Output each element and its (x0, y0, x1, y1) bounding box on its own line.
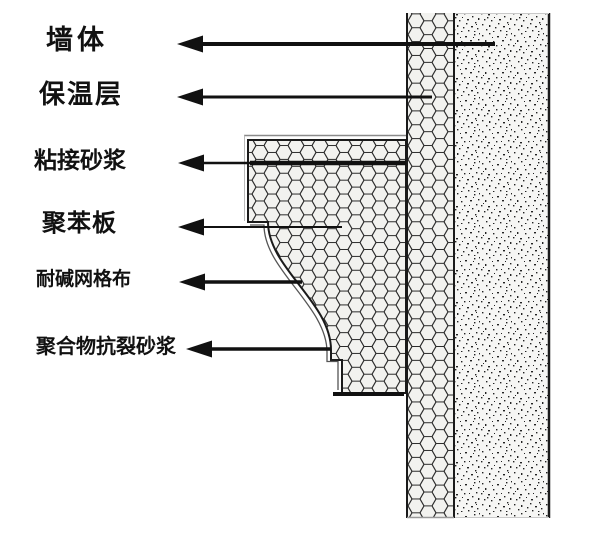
label-polymer-anti-crack-mortar: 聚合物抗裂砂浆 (36, 336, 176, 358)
leader-arrow-polystyrene-board (178, 218, 342, 236)
leader-arrow-wall (177, 35, 495, 53)
leader-arrow-bonding-mortar (178, 154, 406, 172)
molding-curve-skin-line (250, 224, 339, 390)
label-insulation-layer: 保温层 (39, 79, 124, 109)
label-alkali-resistant-mesh: 耐碱网格布 (36, 269, 132, 290)
insulation-layer-strip (406, 13, 455, 519)
label-wall: 墙体 (46, 25, 108, 55)
label-bonding-mortar: 粘接砂浆 (34, 147, 126, 173)
molding-profile (244, 134, 407, 396)
leader-arrow-polymer-anti-crack-mortar (186, 340, 331, 358)
leader-arrow-alkali-resistant-mesh (179, 273, 302, 291)
label-polystyrene-board: 聚苯板 (42, 210, 117, 237)
wall-section (455, 13, 551, 518)
leader-arrow-insulation-layer (177, 88, 432, 106)
